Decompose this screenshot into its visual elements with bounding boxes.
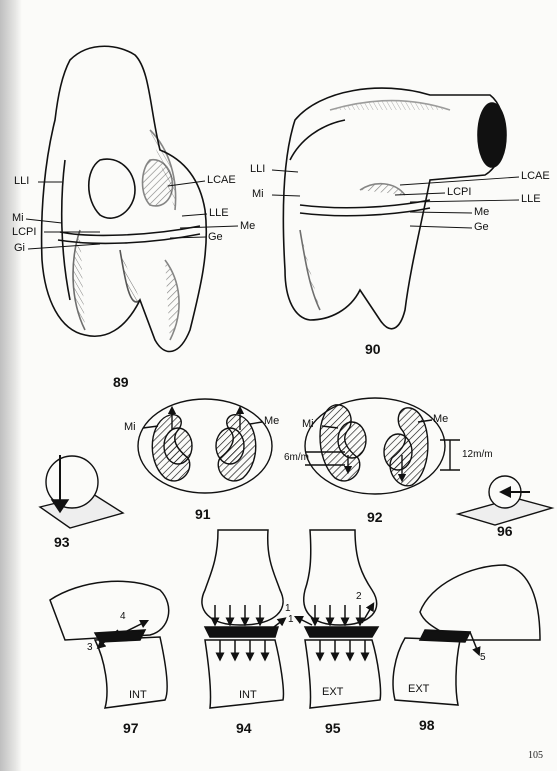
fig90-label-me: Me <box>474 207 489 218</box>
fig89-label-me: Me <box>240 221 255 232</box>
fig90-label-lli: LLI <box>250 164 265 175</box>
fig89-label-lli: LLI <box>14 176 29 187</box>
fig96-number: 96 <box>497 524 513 538</box>
fig90-label-lcae: LCAE <box>521 171 550 182</box>
fig98-arrow-5: 5 <box>480 653 486 663</box>
fig91-number: 91 <box>195 507 211 521</box>
fig98-number: 98 <box>419 718 435 732</box>
fig93-sphere-on-plane <box>40 455 123 528</box>
fig94-number: 94 <box>236 721 252 735</box>
fig95-joint-diagram <box>298 530 381 708</box>
fig97-joint-diagram <box>50 581 169 708</box>
fig92-label-mi: Mi <box>302 419 314 430</box>
fig97-label-int: INT <box>129 690 147 701</box>
fig98-label-ext: EXT <box>408 684 429 695</box>
fig97-number: 97 <box>123 721 139 735</box>
fig91-label-mi: Mi <box>124 422 136 433</box>
fig89-label-ge: Ge <box>208 232 223 243</box>
fig90-number: 90 <box>365 342 381 356</box>
fig90-label-lle: LLE <box>521 194 541 205</box>
fig95-arrow-2: 2 <box>356 592 362 602</box>
fig92-number: 92 <box>367 510 383 524</box>
fig89-number: 89 <box>113 375 129 389</box>
fig90-label-lcpi: LCPI <box>447 187 471 198</box>
fig92-label-me: Me <box>433 414 448 425</box>
fig95-number: 95 <box>325 721 341 735</box>
fig92-measure-left: 6m/m <box>284 453 309 463</box>
fig94-label-int: INT <box>239 690 257 701</box>
fig96-sphere-on-plane <box>458 476 552 525</box>
fig97-arrow-3: 3 <box>87 643 93 653</box>
fig90-knee-drawing <box>283 88 506 329</box>
fig89-label-gi: Gi <box>14 243 25 254</box>
fig92-measure-right: 12m/m <box>462 450 493 460</box>
page-number: 105 <box>528 750 543 761</box>
fig89-label-lle: LLE <box>209 208 229 219</box>
fig91-label-me: Me <box>264 416 279 427</box>
fig90-leader-lines <box>272 170 519 228</box>
fig94-joint-diagram <box>202 530 284 708</box>
fig89-label-lcae: LCAE <box>207 175 236 186</box>
fig94-arrow-1: 1 <box>285 604 291 614</box>
fig90-label-mi: Mi <box>252 189 264 200</box>
fig91-meniscus-diagram <box>138 399 272 493</box>
fig97-arrow-4: 4 <box>120 612 126 622</box>
fig95-label-ext: EXT <box>322 687 343 698</box>
fig89-label-mi: Mi <box>12 213 24 224</box>
fig93-number: 93 <box>54 535 70 549</box>
fig89-knee-drawing <box>42 46 207 351</box>
fig95-arrow-1: 1 <box>288 615 294 625</box>
fig89-label-lcpi: LCPI <box>12 227 36 238</box>
fig90-label-ge: Ge <box>474 222 489 233</box>
